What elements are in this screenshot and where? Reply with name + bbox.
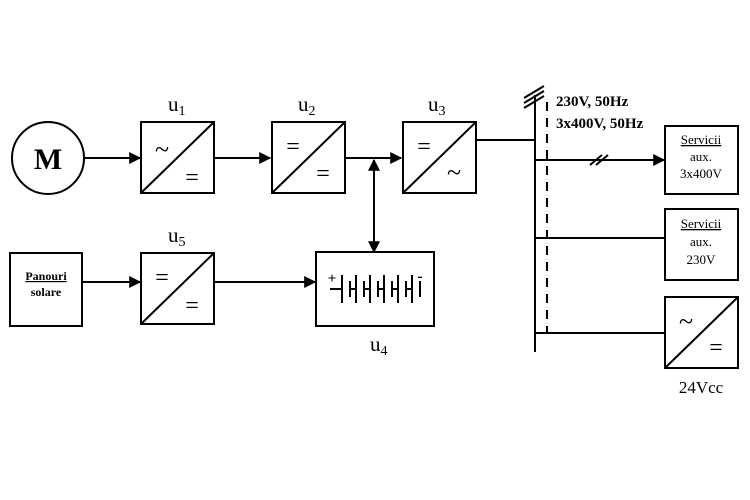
converter-u2-label: u2	[298, 92, 316, 119]
three-phase-tick-1	[589, 154, 603, 166]
converter-24vcc: ~ = 24Vcc	[664, 296, 739, 397]
aux-services-400v-box	[664, 125, 739, 195]
converter-u3-top-symbol: =	[417, 134, 431, 160]
bus-label-line2: 3x400V, 50Hz	[556, 116, 644, 132]
aux-400v-line2: aux.	[690, 149, 712, 164]
battery-plus-sign: +	[328, 271, 337, 287]
solar-panels-box	[9, 252, 83, 327]
converter-u5-diagonal	[140, 252, 215, 325]
converter-u1: ~ = u1	[140, 92, 215, 194]
solar-panels: Panouri solare	[9, 252, 83, 327]
aux-400v-line1: Servicii	[681, 132, 722, 147]
bus-tick-3	[523, 85, 545, 99]
bus-label-line1: 230V, 50Hz	[556, 94, 629, 110]
aux-230v-line2: aux.	[690, 234, 712, 249]
aux-services-230v: Servicii aux. 230V	[664, 208, 739, 281]
battery-u4: + - u4	[315, 251, 435, 359]
converter-u3: = ~ u3	[402, 92, 477, 194]
converter-u2-top-symbol: =	[286, 134, 300, 160]
converter-u5-label: u5	[168, 223, 186, 250]
aux-230v-line3: 230V	[687, 252, 717, 267]
converter-u2-diagonal	[271, 121, 346, 194]
aux-services-230v-box	[664, 208, 739, 281]
converter-u2-bottom-symbol: =	[316, 161, 330, 187]
converter-u1-label: u1	[168, 92, 186, 119]
converter-24vcc-top-symbol: ~	[679, 307, 693, 336]
converter-u1-bottom-symbol: =	[185, 165, 199, 191]
three-phase-tick-2	[595, 154, 609, 166]
converter-u5-bottom-symbol: =	[185, 293, 199, 319]
bus-tick-1	[523, 95, 545, 109]
converter-24vcc-label: 24Vcc	[679, 378, 724, 397]
converter-u5: = = u5	[140, 223, 215, 325]
solar-label-line1: Panouri	[25, 269, 67, 283]
bus-tick-2	[523, 90, 545, 104]
battery-icon	[330, 275, 421, 303]
aux-services-400v: Servicii aux. 3x400V	[664, 125, 739, 195]
converter-u1-diagonal	[140, 121, 215, 194]
connections	[82, 139, 666, 334]
motor-label: M	[34, 143, 62, 176]
aux-230v-line1: Servicii	[681, 216, 722, 231]
motor: M	[11, 121, 85, 195]
converter-u5-top-symbol: =	[155, 265, 169, 291]
converter-24vcc-bottom-symbol: =	[709, 335, 723, 361]
converter-u2: = = u2	[271, 92, 346, 194]
converter-u1-top-symbol: ~	[155, 135, 169, 164]
solar-label-line2: solare	[31, 285, 62, 299]
converter-u3-label: u3	[428, 92, 446, 119]
ac-bus: 230V, 50Hz 3x400V, 50Hz	[523, 85, 644, 352]
converter-u3-bottom-symbol: ~	[447, 158, 461, 187]
aux-400v-line3: 3x400V	[680, 166, 723, 181]
converter-u3-diagonal	[402, 121, 477, 194]
battery-minus-sign: -	[417, 268, 422, 285]
battery-u4-label: u4	[370, 332, 388, 359]
converter-24vcc-diagonal	[664, 296, 739, 369]
